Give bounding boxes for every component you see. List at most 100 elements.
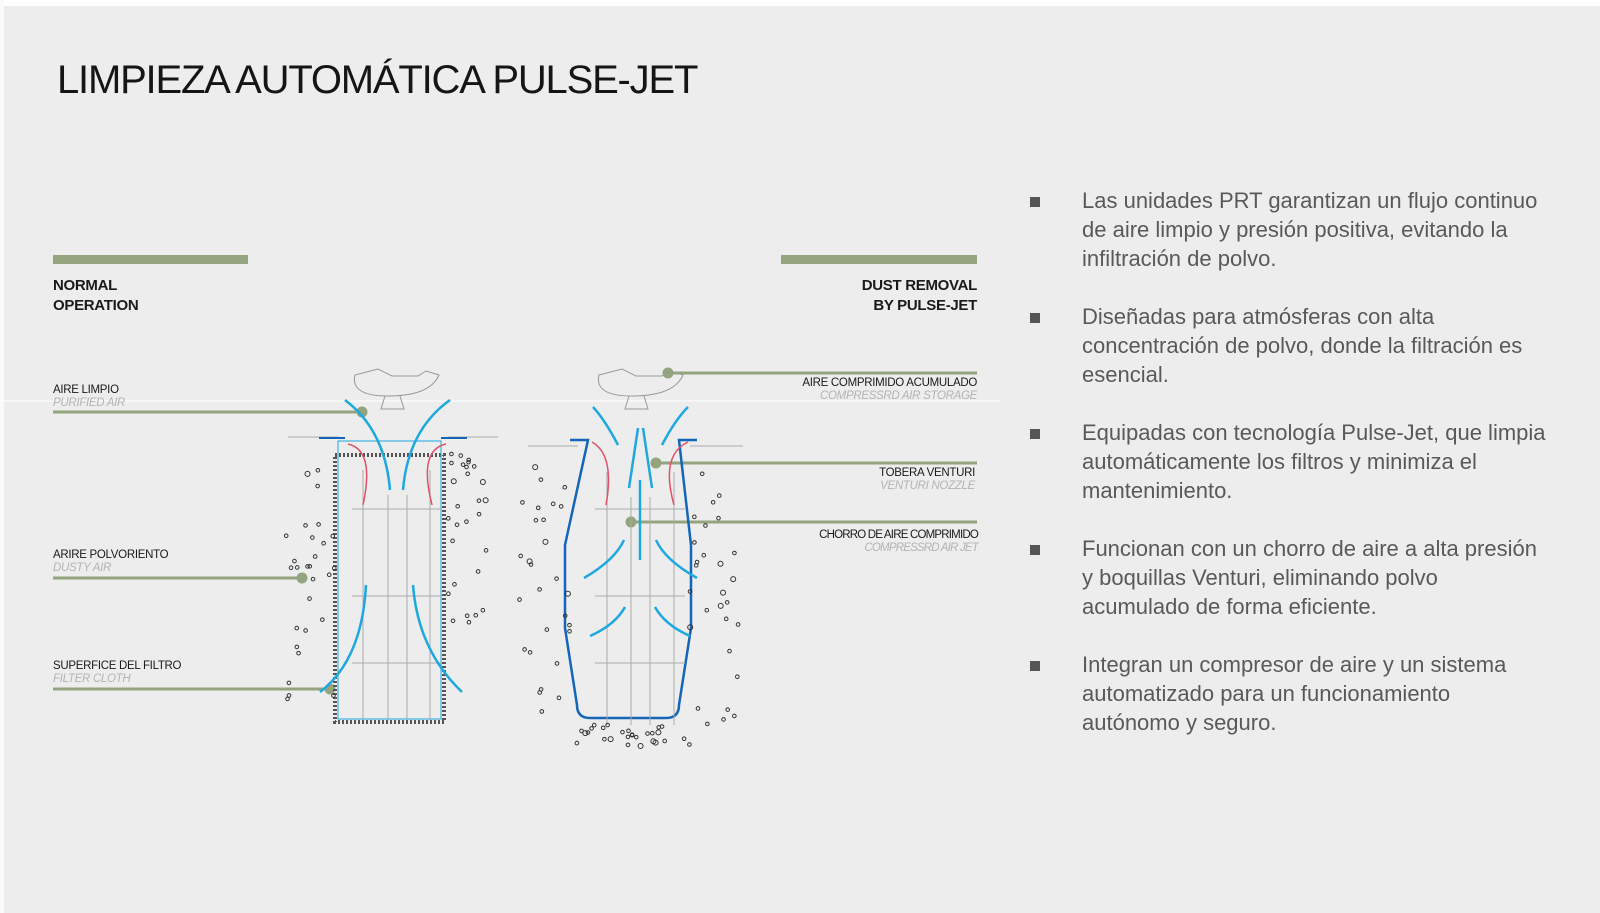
dust-particle (716, 515, 721, 521)
dust-particle (460, 462, 466, 467)
heading-line: BY PULSE-JET (873, 297, 977, 314)
dust-particle (692, 514, 697, 520)
dust-particle (452, 582, 457, 587)
dust-particle (532, 464, 539, 471)
dust-particle (544, 627, 550, 632)
dust-particle (455, 503, 460, 509)
dust-removal-heading: DUST REMOVAL BY PULSE-JET (861, 276, 978, 316)
dust-particle (589, 726, 594, 731)
dust-particle (454, 522, 460, 528)
dust-particle (562, 613, 568, 619)
dust-particle (556, 695, 562, 701)
dust-particle (723, 616, 729, 622)
dust-particle (629, 732, 635, 738)
dust-particle (541, 517, 546, 523)
dust-particle (303, 523, 308, 528)
dust-particle (633, 734, 639, 740)
bullet-item: Las unidades PRT garantizan un flujo con… (1030, 186, 1550, 273)
bullet-text: Las unidades PRT garantizan un flujo con… (1082, 188, 1538, 271)
bullet-square-icon (1030, 429, 1040, 439)
bullet-item: Integran un compresor de aire y un siste… (1030, 650, 1550, 737)
dust-particle (466, 457, 472, 463)
dust-particle (692, 540, 697, 545)
dust-particle (645, 731, 650, 736)
dust-particle (694, 559, 700, 565)
dust-particle (303, 628, 308, 633)
dust-particle (533, 517, 539, 523)
dust-particle (539, 709, 545, 714)
bullet-text: Equipadas con tecnología Pulse-Jet, que … (1082, 420, 1546, 503)
dust-particle (446, 591, 451, 596)
dust-particle (449, 451, 454, 457)
dust-particle (701, 552, 707, 558)
bullet-square-icon (1030, 661, 1040, 671)
dust-particle (316, 522, 321, 527)
dust-particle (294, 565, 300, 570)
bullet-list: Las unidades PRT garantizan un flujo con… (1030, 186, 1550, 766)
dust-particle (720, 589, 727, 596)
dust-particle (286, 680, 292, 686)
label-en: COMPRESSRD AIR JET (864, 542, 978, 554)
dust-particle (482, 497, 489, 504)
dust-particle (567, 622, 572, 628)
dust-particle (466, 619, 472, 625)
dust-particle (662, 738, 668, 744)
dust-particle (637, 743, 644, 750)
dust-particle (535, 505, 541, 511)
dust-particle (526, 558, 533, 565)
bullet-item: Equipadas con tecnología Pulse-Jet, que … (1030, 418, 1550, 505)
dust-particle (445, 516, 451, 521)
dust-particle (473, 612, 479, 618)
dust-particle (286, 693, 292, 698)
dust-particle (450, 478, 457, 485)
bullet-text: Funcionan con un chorro de aire a alta p… (1082, 536, 1537, 619)
dust-particle (294, 625, 300, 631)
dust-particle (321, 540, 326, 546)
bullet-square-icon (1030, 197, 1040, 207)
dust-particle (687, 742, 692, 747)
dust-particle (721, 717, 726, 722)
pulse-jet-filter (528, 368, 743, 725)
dust-particle (305, 564, 310, 569)
dust-particle (564, 590, 571, 597)
dust-particle (659, 724, 665, 729)
label-en: COMPRESSRD AIR STORAGE (820, 390, 977, 402)
dust-particle (695, 706, 701, 711)
dust-particle (310, 576, 316, 582)
pulse-jet-diagram (0, 367, 1000, 750)
dust-particle (591, 722, 597, 728)
accent-bar-left (53, 255, 248, 264)
dust-particle (605, 722, 610, 728)
dust-particle (450, 538, 455, 544)
dust-particle (466, 459, 471, 465)
heading-line: DUST REMOVAL (861, 277, 978, 294)
dust-particle (687, 589, 693, 594)
dust-particle (602, 736, 607, 742)
dust-particle (550, 501, 556, 507)
bullet-item: Diseñadas para atmósferas con alta conce… (1030, 302, 1550, 389)
dust-particle (703, 523, 708, 528)
label-en: FILTER CLOTH (53, 673, 131, 685)
dust-particle (464, 613, 470, 619)
dust-particle (730, 576, 737, 583)
dust-particle (625, 742, 631, 748)
dust-particle (304, 470, 311, 477)
label-es: TOBERA VENTURI (879, 467, 975, 479)
normal-operation-heading: NORMAL OPERATION (53, 276, 139, 316)
dust-particle (607, 736, 614, 743)
dust-particle (732, 713, 737, 719)
dust-particle (649, 730, 655, 736)
dust-particle (567, 629, 572, 634)
dust-particle (538, 477, 544, 482)
dust-particle (527, 650, 533, 655)
dust-particle (716, 493, 722, 498)
dust-particle (330, 533, 336, 539)
dust-particle (681, 736, 687, 741)
dust-particles (283, 451, 741, 750)
dust-particle (475, 569, 481, 574)
dust-particle (725, 707, 730, 712)
label-es: ARIRE POLVORIENTO (53, 549, 169, 561)
dust-particle (625, 734, 631, 740)
label-es: SUPERFICE DEL FILTRO (53, 660, 182, 672)
dust-particle (537, 690, 542, 695)
